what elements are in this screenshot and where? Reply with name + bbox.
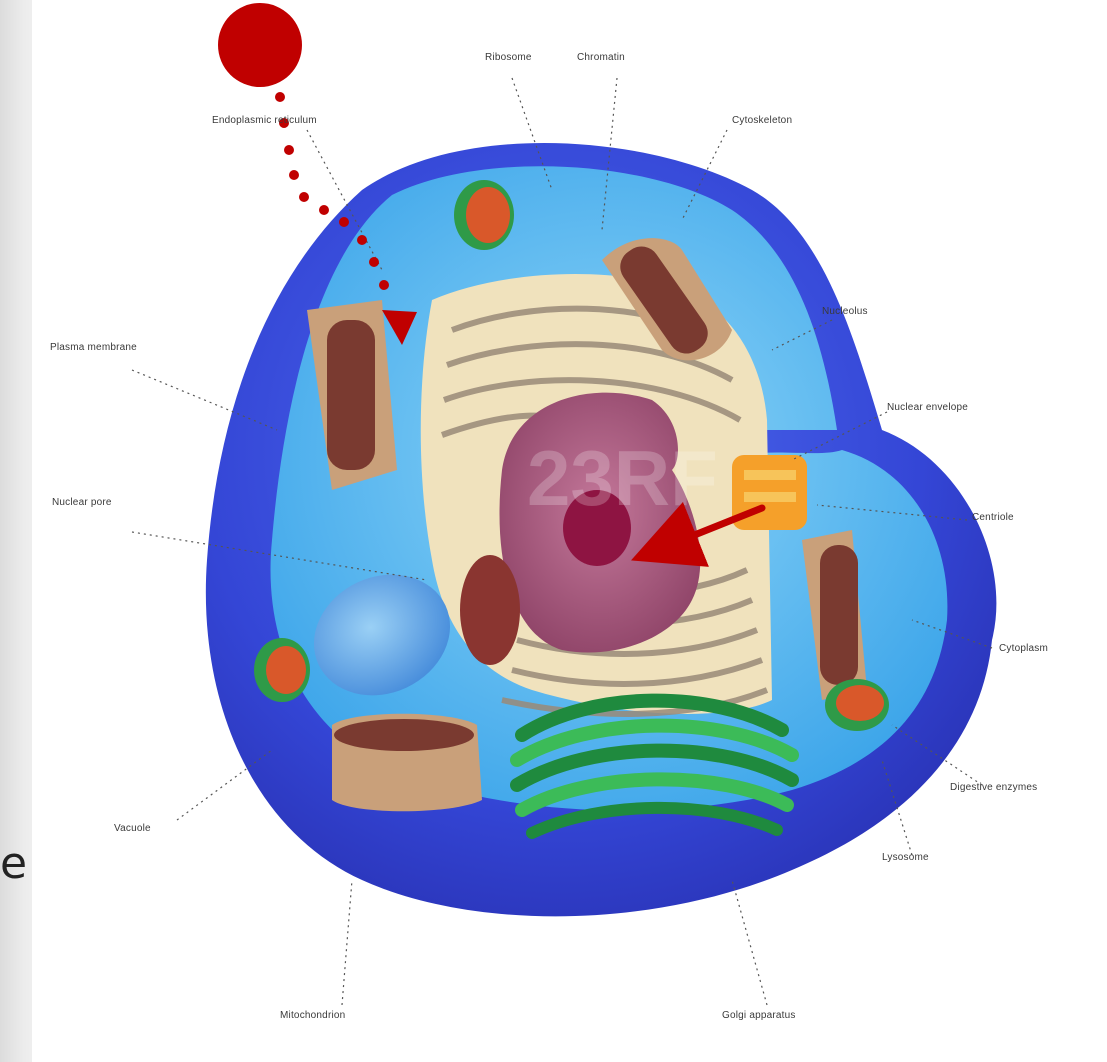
label-lysosome: Lysosome <box>882 852 929 863</box>
label-digestive-enzymes: Digestive enzymes <box>950 782 1037 793</box>
label-golgi-apparatus: Golgi apparatus <box>722 1010 796 1021</box>
mitochondrion-cross-section-left <box>460 555 520 665</box>
label-plasma-membrane: Plasma membrane <box>50 342 137 353</box>
cell-diagram: 23RF <box>32 0 1107 1062</box>
label-nucleolus: Nucleolus <box>822 306 868 317</box>
cell-illustration: 23RF <box>32 0 1107 1062</box>
watermark-text: 23RF <box>527 434 718 522</box>
label-mitochondrion: Mitochondrion <box>280 1010 345 1021</box>
label-nuclear-pore: Nuclear pore <box>52 497 112 508</box>
label-endoplasmic-reticulum: Endoplasmic reticulum <box>212 115 317 126</box>
slide-text-fragment: e <box>0 838 27 889</box>
label-cytoplasm: Cytoplasm <box>999 643 1048 654</box>
label-cytoskeleton: Cytoskeleton <box>732 115 792 126</box>
lysosome-right <box>825 679 889 731</box>
label-nuclear-envelope: Nuclear envelope <box>887 402 968 413</box>
lysosome-top <box>454 180 514 250</box>
label-vacuole: Vacuole <box>114 823 151 834</box>
lysosome-left <box>254 638 310 702</box>
label-chromatin: Chromatin <box>577 52 625 63</box>
label-ribosome: Ribosome <box>485 52 532 63</box>
mitochondrion-bottom <box>332 714 482 812</box>
annotation-marker-dot <box>218 3 302 87</box>
label-centriole: Centriole <box>972 512 1014 523</box>
